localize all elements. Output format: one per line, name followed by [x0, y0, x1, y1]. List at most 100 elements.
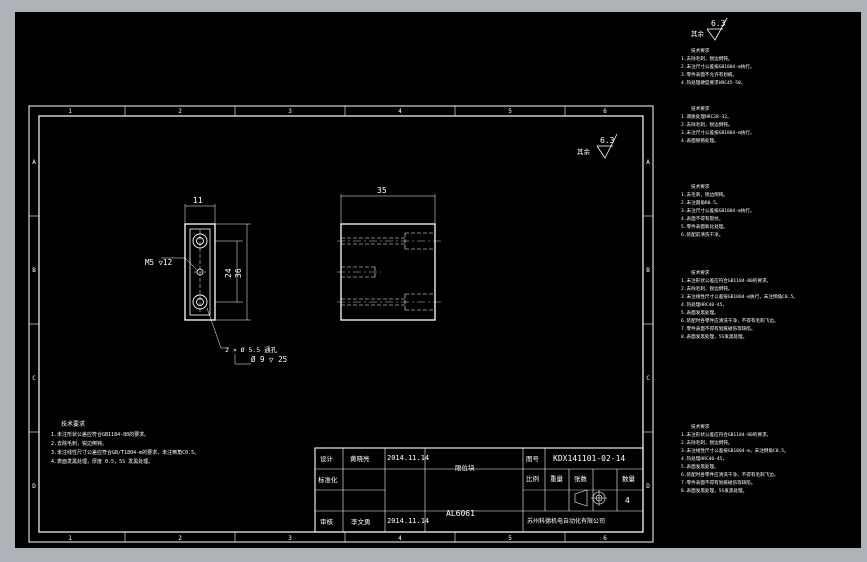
scale-label: 比例 [526, 474, 539, 483]
note-line: 1.去毛刺，锐边倒钝。 [681, 191, 728, 198]
col-label: 3 [288, 108, 292, 115]
row-label: B [646, 267, 650, 274]
note-line: 2.未注尺寸公差按GB1804-m执行。 [681, 63, 755, 70]
drawing-no-label: 图号 [526, 455, 540, 463]
note-line: 7.零件表面不得有划痕碰伤等缺陷。 [681, 479, 755, 486]
col-label: 2 [178, 108, 182, 115]
drawing-canvas[interactable]: 1 2 3 4 5 6 1 2 3 4 5 6 A B C D A B C D … [15, 12, 861, 548]
note-line: 5.表面发黑处理。 [681, 463, 719, 470]
note-line: 6.装配前清洗干净。 [681, 231, 723, 238]
check-label: 标准化 [318, 475, 338, 484]
note-line: 8.表面发黑处理，5S发黑处理。 [681, 487, 747, 494]
side-view[interactable] [337, 194, 441, 321]
note-line: 1.去除毛刺，锐边倒钝。 [681, 55, 732, 62]
roughness-symbol-outer: 其余 6.3 [691, 17, 728, 41]
notes-right: 技术要求 1.去除毛刺，锐边倒钝。 2.未注尺寸公差按GB1804-m执行。 3… [681, 47, 798, 494]
notes-title: 技术要求 [691, 47, 710, 54]
note-line: 3.未注尺寸公差按GB1804-m执行。 [681, 129, 755, 136]
note-line: 6.装配时各零件应清洗干净，不得有毛刺飞边。 [681, 471, 778, 478]
note-line: 2.未注圆角R0.5。 [681, 199, 721, 206]
zone-ticks [29, 106, 653, 542]
design-name: 黄晓亮 [350, 454, 370, 463]
note-line: 3.未注线性尺寸公差按GB1804-m，未注倒角C0.5。 [681, 447, 789, 454]
note-line: 3.零件表面不允许有划痕。 [681, 71, 737, 78]
design-label: 设计 [320, 454, 334, 463]
note-line: 5.零件表面氧化处理。 [681, 223, 728, 230]
row-label: D [646, 483, 650, 490]
approve-label: 审核 [320, 517, 334, 526]
hole-note-1: 2 × Ø 5.5 通孔 [225, 345, 278, 354]
notes-title: 技术要求 [691, 105, 710, 112]
note-line: 4.热处理HRC40-45。 [681, 301, 727, 308]
company-name: 苏州科德机电自动化有限公司 [527, 517, 605, 525]
design-date: 2014.11.14 [387, 454, 429, 462]
note-line: 2.去除毛刺，锐边倒钝。 [681, 121, 732, 128]
note-line: 7.零件表面不得有划痕碰伤等缺陷。 [681, 325, 755, 332]
note-line: 4.表面不得有裂纹。 [681, 215, 723, 222]
roughness-value: 6.3 [600, 136, 615, 145]
col-label: 3 [288, 535, 292, 542]
note-line: 2.去除毛刺，锐边倒钝。 [51, 440, 107, 447]
row-label: C [646, 375, 650, 382]
dim-front-width: 11 [193, 196, 203, 205]
note-line: 4.表面镀铬处理。 [681, 137, 719, 144]
drawing-no: KDX141101-02-14 [553, 454, 625, 463]
qty-label: 数量 [622, 474, 636, 483]
note-line: 1.未注形状公差应符合GB1184-80的要求。 [51, 431, 149, 438]
dim-side-width: 35 [377, 186, 387, 195]
roughness-symbol-inner: 其余 6.3 [577, 133, 618, 159]
roughness-label: 其余 [691, 29, 705, 38]
note-line: 4.表面发黑处理，厚度 0.5，5S 发黑处理。 [51, 458, 153, 465]
row-label: A [32, 159, 36, 166]
thread-note: M5 ▽12 [145, 258, 172, 267]
inner-border [38, 115, 644, 533]
row-label: C [32, 375, 36, 382]
drawing-svg: 1 2 3 4 5 6 1 2 3 4 5 6 A B C D A B C D … [28, 17, 798, 543]
row-label: B [32, 267, 36, 274]
note-line: 4.热处理硬度要求HRC45-50。 [681, 79, 745, 86]
note-line: 1.调质处理HRC28-32。 [681, 113, 732, 120]
col-label: 4 [398, 108, 402, 115]
col-label: 6 [603, 108, 607, 115]
dim-36: 36 [234, 268, 243, 278]
sheet-label: 张数 [574, 474, 588, 483]
notes-title: 技术要求 [691, 269, 710, 276]
note-line: 1.未注形状公差应符合GB1184-80的要求。 [681, 277, 771, 284]
roughness-label: 其余 [577, 147, 591, 156]
approve-name: 李文勇 [351, 517, 371, 526]
title-block[interactable] [314, 447, 644, 533]
hole-note-2: Ø 9 ▽ 25 [251, 355, 287, 364]
roughness-value: 6.3 [711, 19, 726, 28]
col-label: 6 [603, 535, 607, 542]
dim-24: 24 [224, 268, 233, 278]
col-label: 1 [68, 108, 72, 115]
col-label: 2 [178, 535, 182, 542]
note-line: 2.去除毛刺，锐边倒钝。 [681, 439, 732, 446]
zone-labels: 1 2 3 4 5 6 1 2 3 4 5 6 A B C D A B C D [32, 108, 650, 542]
note-line: 5.表面发黑处理。 [681, 309, 719, 316]
front-view[interactable] [161, 204, 251, 365]
notes-left: 技术要求 1.未注形状公差应符合GB1184-80的要求。 2.去除毛刺，锐边倒… [51, 420, 199, 465]
note-line: 3.未注线性尺寸公差应符合GB/T1804-m的要求，未注倒角C0.5。 [51, 449, 199, 456]
part-name: 限位块 [455, 463, 475, 472]
note-line: 3.未注尺寸公差按GB1804-m执行。 [681, 207, 755, 214]
note-line: 2.去除毛刺，锐边倒钝。 [681, 285, 732, 292]
row-label: D [32, 483, 36, 490]
approve-date: 2014.11.14 [387, 517, 429, 525]
notes-title: 技术要求 [61, 420, 85, 428]
note-line: 3.未注线性尺寸公差按GB1804-m执行，未注倒角C0.5。 [681, 293, 798, 300]
qty-value: 4 [625, 496, 630, 505]
col-label: 5 [508, 108, 512, 115]
projection-symbol [574, 489, 607, 507]
col-label: 4 [398, 535, 402, 542]
note-line: 4.热处理HRC40-45。 [681, 455, 727, 462]
notes-title: 技术要求 [691, 423, 710, 430]
col-label: 1 [68, 535, 72, 542]
weight-label: 重量 [550, 475, 564, 483]
col-label: 5 [508, 535, 512, 542]
notes-title: 技术要求 [691, 183, 710, 190]
row-label: A [646, 159, 650, 166]
material: AL6061 [446, 509, 475, 518]
note-line: 1.未注形状公差应符合GB1184-80的要求。 [681, 431, 771, 438]
